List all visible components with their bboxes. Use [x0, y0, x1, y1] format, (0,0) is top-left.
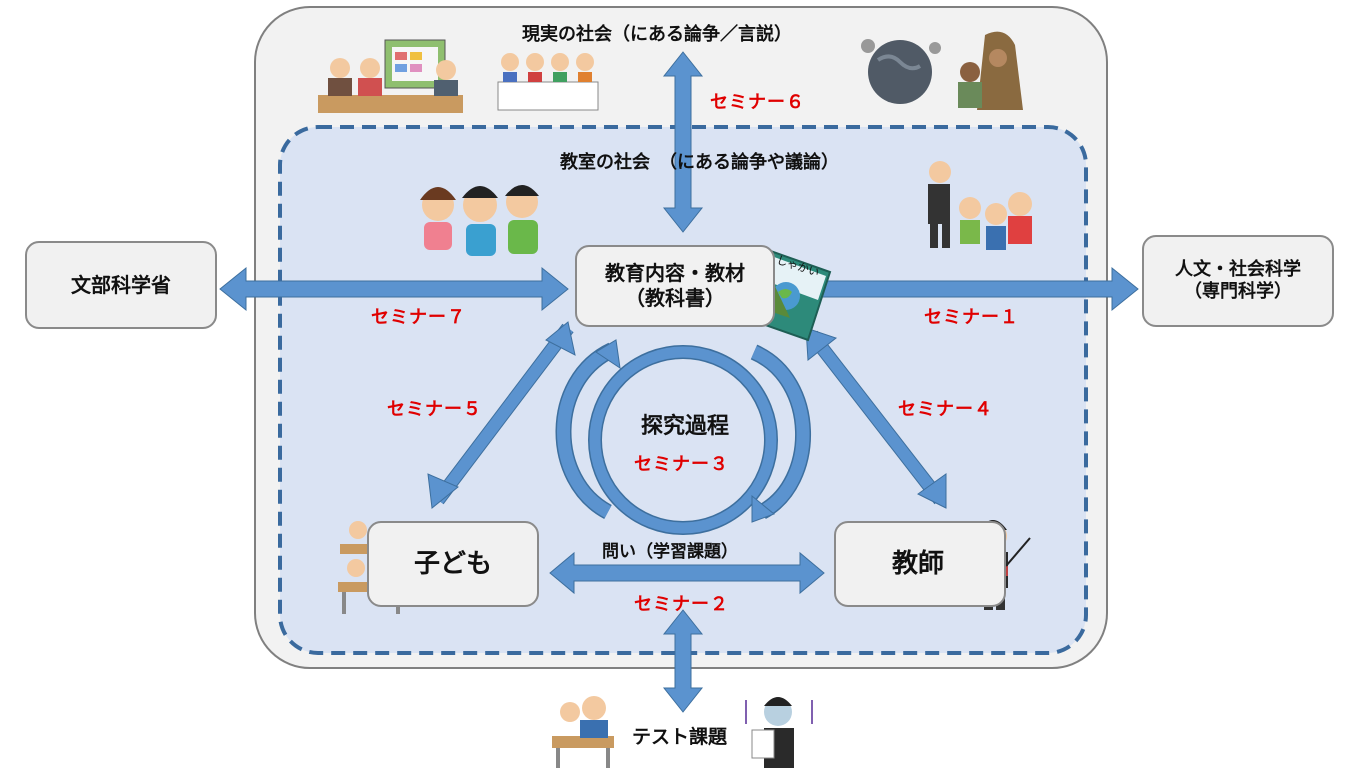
- seminar2-label: セミナー２: [634, 594, 729, 615]
- test-label: テスト課題: [632, 726, 728, 748]
- arrow-test: [662, 609, 704, 713]
- inquiry-label: 探究過程: [641, 414, 730, 439]
- arrow-seminar6: [662, 51, 704, 233]
- ministry-label: 文部科学省: [71, 272, 171, 297]
- tv-debate-illustration: [318, 39, 463, 113]
- arrow-seminar7: [219, 266, 569, 312]
- inquiry-cycle: [555, 339, 811, 535]
- question-label: 問い（学習課題）: [602, 542, 738, 562]
- diagonal-arrows: [427, 321, 947, 509]
- seminar4-label: セミナー４: [898, 399, 993, 420]
- seminar1-label: セミナー１: [924, 307, 1019, 328]
- seminar5-label: セミナー５: [387, 399, 482, 420]
- protest-illustration: [497, 53, 599, 111]
- inner-frame-title: 教室の社会 （にある論争や議論）: [560, 152, 839, 173]
- teacher-box: 教師: [834, 521, 1006, 607]
- teacher-label: 教師: [892, 548, 945, 579]
- materials-label-line2: （教科書）: [625, 286, 725, 310]
- children-label: 子ども: [413, 548, 492, 579]
- humanities-label-line2: （専門科学）: [1184, 281, 1292, 302]
- refugees-illustration: [958, 31, 1023, 111]
- humanities-box: 人文・社会科学 （専門科学）: [1142, 235, 1334, 327]
- ministry-box: 文部科学省: [25, 241, 217, 329]
- kids-talking-illustration: [420, 185, 539, 256]
- arrow-seminar2: [549, 551, 825, 595]
- polluted-earth-illustration: [861, 39, 941, 104]
- arrow-seminar1: [811, 266, 1139, 312]
- arrows: [219, 51, 1139, 713]
- seminar3-label: セミナー３: [634, 454, 729, 475]
- outer-frame-title: 現実の社会（にある論争／言説）: [522, 24, 792, 45]
- worried-student-illustration: [745, 697, 813, 768]
- children-box: 子ども: [367, 521, 539, 607]
- test-students-illustration: [552, 696, 614, 768]
- seminar6-label: セミナー６: [710, 92, 805, 113]
- materials-label-line1: 教育内容・教材: [605, 261, 745, 285]
- seminar7-label: セミナー７: [371, 307, 466, 328]
- humanities-label-line1: 人文・社会科学: [1175, 258, 1301, 280]
- bullying-illustration: [928, 161, 1032, 250]
- materials-box: 教育内容・教材 （教科書）: [575, 245, 775, 327]
